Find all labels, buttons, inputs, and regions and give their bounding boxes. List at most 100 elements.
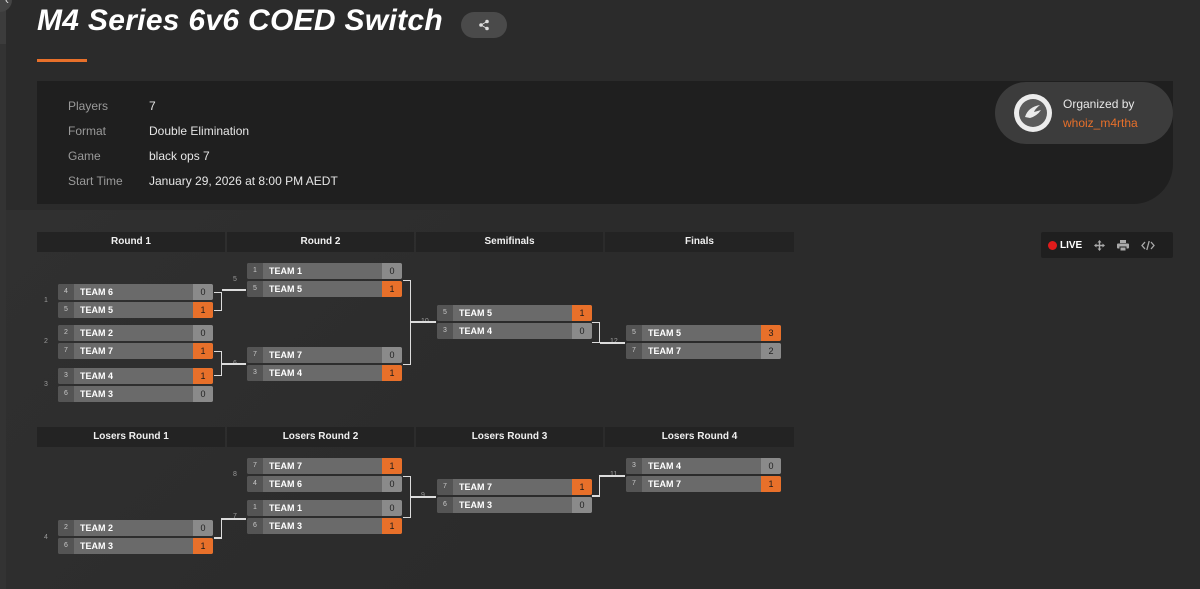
team-score: 1 bbox=[572, 479, 592, 495]
share-button[interactable] bbox=[461, 12, 507, 38]
bracket-connector bbox=[403, 280, 411, 365]
match-number: 4 bbox=[44, 534, 48, 541]
team-seed: 6 bbox=[58, 538, 74, 554]
team-seed: 5 bbox=[437, 305, 453, 321]
match-11[interactable]: 3 TEAM 4 0 7 TEAM 7 1 bbox=[626, 458, 781, 494]
team-name: TEAM 1 bbox=[269, 266, 303, 276]
match-number: 2 bbox=[44, 338, 48, 345]
organizer-card[interactable]: Organized by whoiz_m4rtha bbox=[995, 82, 1173, 144]
team-score: 0 bbox=[572, 497, 592, 513]
team-slot[interactable]: 7 TEAM 7 1 bbox=[626, 476, 781, 492]
team-seed: 7 bbox=[626, 343, 642, 359]
team-score: 0 bbox=[761, 458, 781, 474]
team-seed: 6 bbox=[247, 518, 263, 534]
match-number: 7 bbox=[233, 513, 237, 520]
team-score: 1 bbox=[761, 476, 781, 492]
team-score: 0 bbox=[382, 476, 402, 492]
left-scrollbar[interactable] bbox=[0, 0, 6, 589]
team-seed: 3 bbox=[58, 368, 74, 384]
bracket-connector bbox=[411, 496, 436, 498]
team-name: TEAM 5 bbox=[80, 305, 114, 315]
team-score: 1 bbox=[193, 302, 213, 318]
bracket-connector bbox=[411, 321, 436, 323]
team-name: TEAM 4 bbox=[648, 461, 682, 471]
team-name: TEAM 5 bbox=[269, 284, 303, 294]
team-seed: 7 bbox=[58, 343, 74, 359]
team-score: 1 bbox=[572, 305, 592, 321]
team-name: TEAM 4 bbox=[80, 371, 114, 381]
team-name: TEAM 7 bbox=[269, 461, 303, 471]
info-value: Double Elimination bbox=[149, 124, 250, 138]
team-seed: 7 bbox=[247, 458, 263, 474]
team-name: TEAM 2 bbox=[80, 328, 114, 338]
bracket-connector bbox=[214, 292, 222, 311]
organizer-avatar[interactable] bbox=[1014, 94, 1052, 132]
scrollbar-thumb[interactable] bbox=[0, 0, 6, 44]
team-name: TEAM 7 bbox=[648, 346, 682, 356]
team-seed: 3 bbox=[626, 458, 642, 474]
team-seed: 7 bbox=[626, 476, 642, 492]
team-score: 1 bbox=[193, 343, 213, 359]
back-button[interactable]: ‹ bbox=[0, 0, 12, 12]
team-name: TEAM 7 bbox=[80, 346, 114, 356]
team-slot[interactable]: 7 TEAM 7 1 bbox=[58, 343, 213, 359]
move-icon[interactable] bbox=[1094, 239, 1106, 251]
team-seed: 5 bbox=[247, 281, 263, 297]
print-icon[interactable] bbox=[1117, 239, 1130, 251]
round-header: Losers Round 4 bbox=[605, 427, 794, 447]
info-label: Format bbox=[68, 124, 107, 138]
team-seed: 7 bbox=[437, 479, 453, 495]
embed-code-icon[interactable] bbox=[1141, 240, 1156, 251]
team-seed: 1 bbox=[247, 500, 263, 516]
team-slot[interactable]: 3 TEAM 4 0 bbox=[626, 458, 781, 474]
match-number: 9 bbox=[421, 492, 425, 499]
organizer-name-link[interactable]: whoiz_m4rtha bbox=[1063, 116, 1138, 130]
bracket-connector bbox=[600, 475, 625, 477]
bracket-toolbar: LIVE bbox=[1041, 232, 1173, 258]
live-indicator-icon bbox=[1048, 240, 1057, 250]
team-name: TEAM 7 bbox=[648, 479, 682, 489]
team-score: 0 bbox=[382, 347, 402, 363]
team-score: 0 bbox=[572, 323, 592, 339]
live-label[interactable]: LIVE bbox=[1060, 239, 1083, 251]
match-number: 1 bbox=[44, 297, 48, 304]
organizer-logo-icon bbox=[1019, 99, 1047, 127]
round-header: Round 1 bbox=[37, 232, 225, 252]
team-score: 0 bbox=[193, 325, 213, 341]
bracket-connector bbox=[600, 342, 625, 344]
